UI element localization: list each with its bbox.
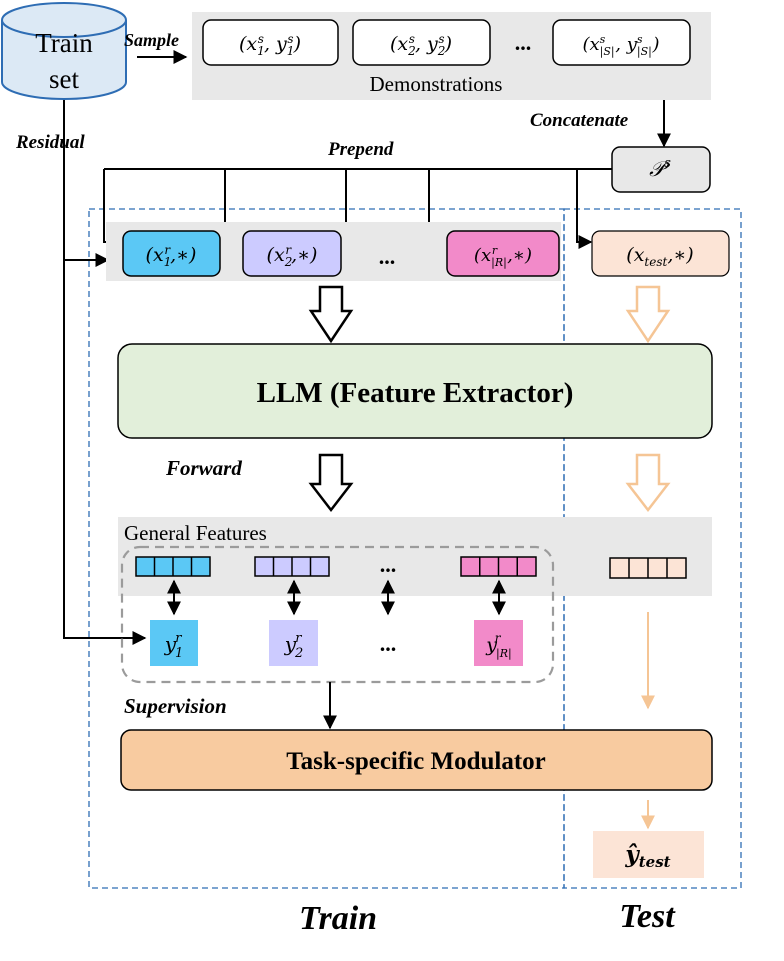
modulator-box xyxy=(120,729,713,791)
feature-label-group xyxy=(120,545,555,684)
label-box-1: y1r xyxy=(150,620,198,666)
svg-text:y1r: y1r xyxy=(164,631,184,661)
hollow-arrow-to-llm xyxy=(308,285,354,344)
demo-ellipsis: ... xyxy=(515,30,532,55)
test-feature-vector xyxy=(609,557,687,579)
output-box xyxy=(593,831,704,878)
label-box-2: y2r xyxy=(269,620,318,666)
svg-text:(x1r,∗): (x1r,∗) xyxy=(146,243,197,269)
demo-box-2: (x2s, y2s) xyxy=(352,19,491,66)
feature-vector-2 xyxy=(254,556,330,577)
sample-label: Sample xyxy=(124,30,179,50)
demo-box-last: (x|S|s, y|S|s) xyxy=(552,19,691,66)
svg-text:(x1s, y1s): (x1s, y1s) xyxy=(239,32,301,58)
concatenate-label: Concatenate xyxy=(530,110,629,131)
label-ellipsis: ... xyxy=(380,631,397,656)
train-set-label-line2: set xyxy=(49,64,79,94)
demonstrations-label: Demonstrations xyxy=(370,72,503,96)
demo-box-1: (x1s, y1s) xyxy=(202,19,339,66)
residual-label: Residual xyxy=(15,132,85,153)
label-box-last: y|R|r xyxy=(474,620,523,666)
svg-text:(x2s, y2s): (x2s, y2s) xyxy=(390,32,452,58)
llm-box xyxy=(117,343,713,439)
train-set-database-icon xyxy=(1,2,127,100)
hollow-arrow-forward xyxy=(308,453,354,513)
test-query-box: (xtest,∗) xyxy=(591,230,730,277)
svg-text:(x|R|r,∗): (x|R|r,∗) xyxy=(474,244,532,270)
llm-box-label: LLM (Feature Extractor) xyxy=(257,377,574,409)
general-features-label: General Features xyxy=(124,521,267,545)
test-hollow-arrow-1 xyxy=(625,285,671,344)
svg-text:y2r: y2r xyxy=(284,631,304,661)
query-box-last: (x|R|r,∗) xyxy=(446,230,560,277)
train-region-label: Train xyxy=(299,900,377,937)
output-label: ŷtest xyxy=(624,841,670,871)
query-box-1: (x1r,∗) xyxy=(122,230,221,277)
query-ellipsis: ... xyxy=(379,244,396,269)
modulator-box-label: Task-specific Modulator xyxy=(286,748,546,775)
feature-ellipsis: ... xyxy=(380,552,397,577)
supervision-label: Supervision xyxy=(124,694,227,718)
prompt-box: 𝒫s xyxy=(611,146,711,193)
residual-line xyxy=(63,100,147,645)
svg-text:(x|S|s, y|S|s): (x|S|s, y|S|s) xyxy=(582,33,659,59)
test-hollow-arrow-2 xyxy=(625,453,671,513)
prepend-label: Prepend xyxy=(327,139,394,160)
svg-text:(x2r,∗): (x2r,∗) xyxy=(267,243,318,269)
feature-vector-last xyxy=(460,556,537,577)
train-set-label-line1: Train xyxy=(35,28,93,58)
general-features-band xyxy=(118,517,712,596)
prepend-arrow-test xyxy=(576,169,593,249)
query-box-2: (x2r,∗) xyxy=(242,230,342,277)
forward-label: Forward xyxy=(165,456,242,480)
test-region-label: Test xyxy=(619,898,676,935)
feature-vector-1 xyxy=(135,556,211,577)
